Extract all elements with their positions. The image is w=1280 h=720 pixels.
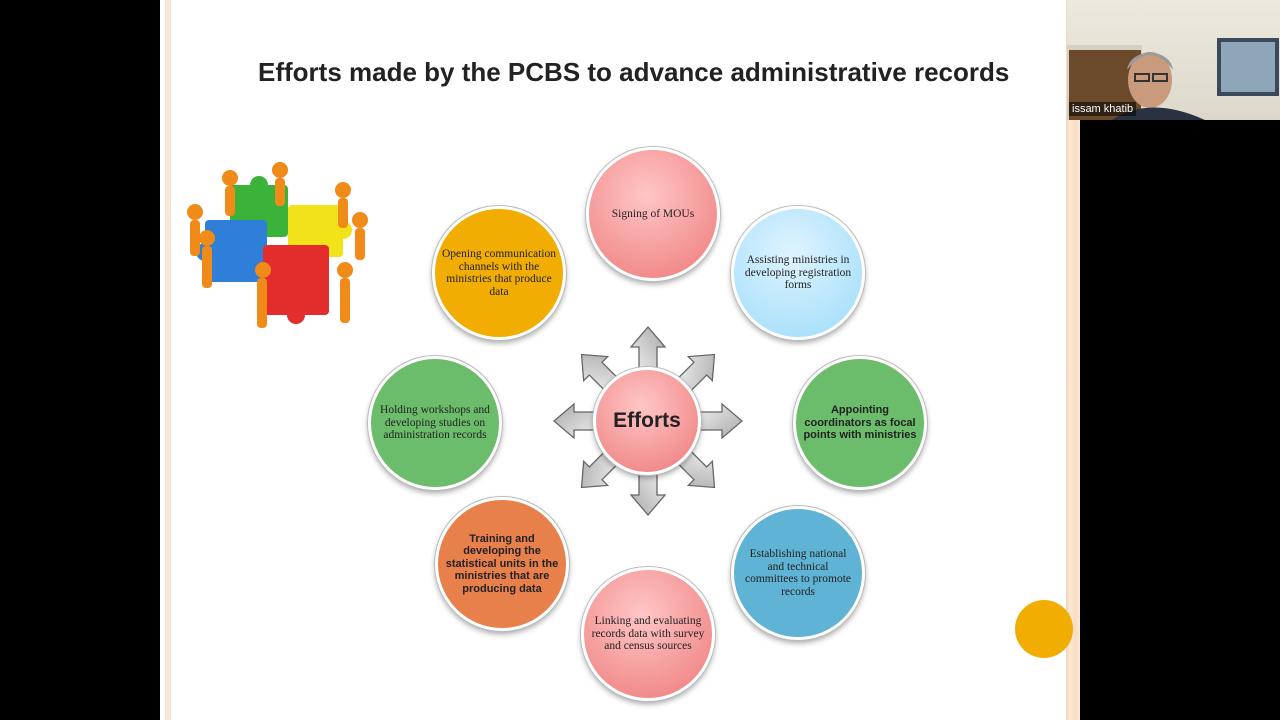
right-decorative-stripe	[1066, 0, 1080, 720]
item-linking-evaluating: Linking and evaluating records data with…	[581, 567, 715, 701]
center-efforts-circle: Efforts	[593, 367, 701, 475]
item-establishing-committees: Establishing national and technical comm…	[731, 506, 865, 640]
participant-name: issam khatib	[1069, 102, 1137, 116]
webcam-thumbnail[interactable]: issam khatib	[1067, 0, 1280, 120]
item-appointing-coordinators: Appointing coordinators as focal points …	[793, 356, 927, 490]
item-signing-mous: Signing of MOUs	[586, 147, 720, 281]
item-assisting-ministries: Assisting ministries in developing regis…	[731, 206, 865, 340]
item-holding-workshops: Holding workshops and developing studies…	[368, 356, 502, 490]
presentation-slide: Efforts made by the PCBS to advance admi…	[160, 0, 1080, 720]
item-opening-channels: Opening communication channels with the …	[432, 206, 566, 340]
item-training-developing: Training and developing the statistical …	[435, 497, 569, 631]
left-decorative-stripe	[165, 0, 171, 720]
slide-title: Efforts made by the PCBS to advance admi…	[258, 57, 1010, 87]
webcam-video	[1067, 38, 1279, 120]
slide-decorative-dot	[1015, 600, 1073, 658]
arrow-right	[693, 402, 744, 440]
puzzle-people-illustration	[187, 162, 368, 328]
